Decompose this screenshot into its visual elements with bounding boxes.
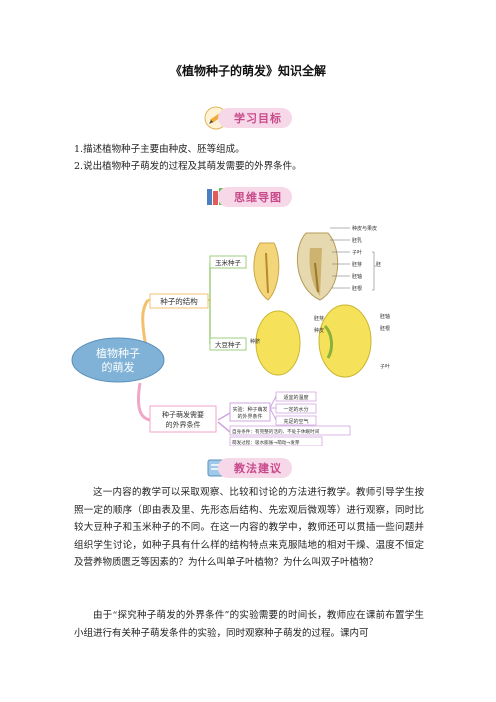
bean-label-left-3: 种脐 (250, 338, 260, 345)
node-structure (149, 293, 209, 309)
advice-paragraph-1: 这一内容的教学可以采取观察、比较和讨论的方法进行教学。教师引导学生按照一定的顺序… (74, 487, 424, 568)
node-conditions-line-1: 种子萌发需要 (162, 410, 204, 419)
corn-seed-illustration (253, 232, 339, 301)
cond-item-3-label: 充足的空气 (283, 418, 308, 425)
bean-label-right-1: 胚轴 (380, 313, 390, 320)
node-experiment (229, 402, 271, 422)
bean-label-right-3: 子叶 (380, 363, 390, 370)
corn-label-5: 胚轴 (352, 273, 362, 280)
section-badge-mindmap-label: 思维导图 (218, 187, 292, 207)
center-line-1: 植物种子 (96, 346, 140, 360)
bean-seed-illustration (255, 304, 372, 378)
corn-label-6: 胚根 (352, 285, 362, 292)
section-badge-mindmap: 思维导图 (204, 185, 292, 209)
bean-label-left-2: 种皮 (314, 327, 324, 334)
cond-item-2-label: 一定的水分 (283, 406, 308, 413)
corn-label-3: 子叶 (352, 249, 362, 256)
cond-item-3 (275, 415, 317, 426)
goal-2: 2.说出植物种子萌发的过程及其萌发需要的外界条件。 (74, 161, 302, 172)
node-experiment-line-2: 的外界条件 (237, 413, 262, 420)
cond-item-2 (275, 403, 317, 414)
section-badge-goals: 学习目标 (204, 106, 292, 130)
bean-label-right-2: 胚根 (380, 325, 390, 332)
node-structure-label: 种子的结构 (160, 296, 198, 306)
corn-label-1: 种皮与果皮 (352, 225, 377, 232)
page-title: 《植物种子的萌发》知识全解 (169, 64, 326, 78)
node-conditions-line-2: 的外界条件 (166, 420, 201, 429)
corn-label-2: 胚乳 (352, 237, 362, 244)
node-bean (209, 337, 247, 351)
center-line-2: 的萌发 (102, 360, 135, 374)
section-badge-advice-label: 教法建议 (218, 458, 292, 478)
cond-self-label: 自身条件：有完整的活的、不处于休眠时间 (232, 428, 320, 435)
bean-label-left-1: 胚芽 (314, 315, 324, 322)
corn-label-4: 胚芽 (352, 261, 362, 268)
node-experiment-line-1: 实验：种子萌发 (232, 406, 267, 413)
goal-1: 1.描述植物种子主要由种皮、胚等组成。 (74, 144, 245, 155)
section-badge-advice: 教法建议 (204, 456, 292, 480)
mindmap-diagram: 植物种子 的萌发 种子的结构 玉米种子 大豆种子 种皮与果皮 胚乳 子叶 胚芽 … (71, 225, 390, 446)
cond-process (229, 436, 323, 446)
cond-item-1-label: 适宜的温度 (283, 394, 308, 401)
node-bean-label: 大豆种子 (215, 340, 242, 349)
branch-line-conditions (136, 382, 151, 422)
node-corn (209, 255, 247, 269)
corn-group-label: 胚 (376, 262, 381, 268)
cond-item-1 (275, 391, 317, 402)
advice-paragraph-2: 由于“探究种子萌发的外界条件”的实验需要的时间长，教师应在课前布置学生小组进行有… (74, 610, 424, 639)
cond-self (229, 425, 351, 436)
node-corn-label: 玉米种子 (215, 258, 242, 267)
node-conditions (149, 405, 217, 433)
mindmap-center-node (71, 337, 165, 383)
cond-process-label: 萌发过程：吸水膨胀→萌动→发芽 (232, 439, 300, 446)
section-badge-goals-label: 学习目标 (218, 108, 292, 128)
